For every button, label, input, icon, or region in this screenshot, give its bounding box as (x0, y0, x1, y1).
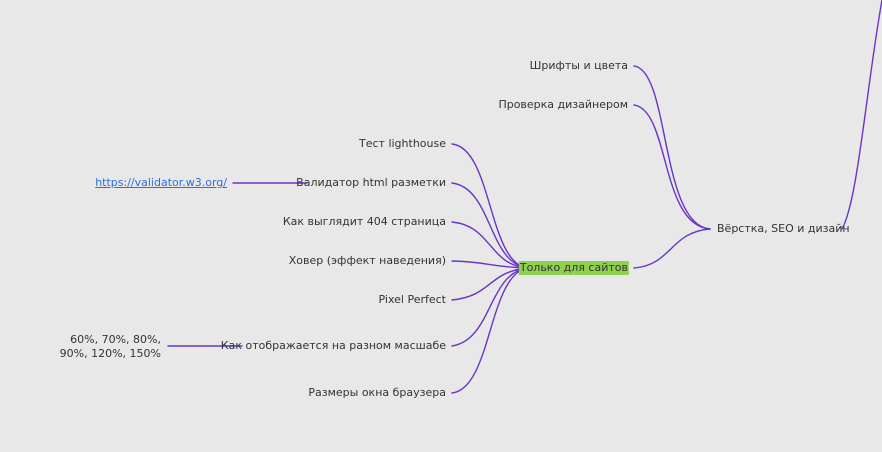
node-designer-check[interactable]: Проверка дизайнером (498, 98, 628, 111)
scale-values-line-2: 90%, 120%, 150% (59, 347, 161, 360)
edge-tolko-window (451, 267, 528, 394)
node-fonts-colors[interactable]: Шрифты и цвета (529, 59, 628, 72)
edge-tolko-lighthouse (451, 143, 528, 269)
edge-tolko-hover (451, 260, 528, 269)
node-404-page[interactable]: Как выглядит 404 страница (282, 215, 446, 228)
scale-values-line-1: 60%, 70%, 80%, (70, 333, 161, 346)
node-hover-effect[interactable]: Ховер (эффект наведения) (288, 254, 446, 267)
node-scale-display[interactable]: Как отображается на разном масшабе (220, 339, 446, 352)
edge-vyorstka-tolko (633, 228, 711, 269)
edge-tolko-404 (451, 221, 528, 269)
validator-url-link[interactable]: https://validator.w3.org/ (95, 176, 227, 189)
node-only-for-sites[interactable]: Только для сайтов (518, 261, 629, 275)
edge-vyorstka-proverka (633, 104, 711, 230)
edge-top-to-vyorstka (841, 0, 882, 230)
node-browser-window-size[interactable]: Размеры окна браузера (308, 386, 446, 399)
edge-tolko-validator (451, 182, 528, 269)
node-lighthouse-test[interactable]: Тест lighthouse (359, 137, 446, 150)
node-html-validator[interactable]: Валидатор html разметки (296, 176, 446, 189)
node-pixel-perfect[interactable]: Pixel Perfect (378, 293, 446, 306)
edge-tolko-pixel (451, 267, 528, 301)
edge-vyorstka-shrifty (633, 65, 711, 230)
edge-tolko-scale (451, 267, 528, 347)
node-vyorstka-seo-design[interactable]: Вёрстка, SEO и дизайн (717, 222, 850, 235)
node-scale-values[interactable]: 60%, 70%, 80%, 90%, 120%, 150% (60, 333, 161, 361)
